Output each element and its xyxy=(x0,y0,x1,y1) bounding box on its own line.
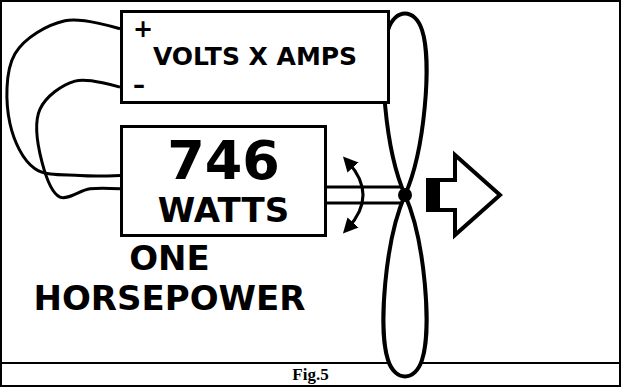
shaft-line xyxy=(327,186,402,189)
shaft-line xyxy=(327,202,402,205)
power-wire xyxy=(37,80,120,198)
terminal-sign: + xyxy=(133,17,153,41)
value-number: 746 xyxy=(167,132,280,190)
figure-caption: Fig.5 xyxy=(0,364,621,386)
thrust-arrow-tail xyxy=(428,180,440,210)
rotation-arrow xyxy=(348,162,363,228)
propeller-blade xyxy=(383,195,426,377)
thrust-arrow xyxy=(428,155,500,235)
propeller-hub xyxy=(398,188,412,202)
source-box: +VOLTS X AMPS– xyxy=(120,10,390,104)
terminal-sign: – xyxy=(133,73,145,97)
node-heading: ONE HORSEPOWER xyxy=(2,238,337,318)
power-wire xyxy=(7,20,120,176)
caption-rule xyxy=(1,362,620,364)
formula-text: VOLTS X AMPS xyxy=(153,41,357,73)
motor-box: 746WATTSONE HORSEPOWER xyxy=(120,125,327,237)
unit-text: WATTS xyxy=(158,190,289,230)
